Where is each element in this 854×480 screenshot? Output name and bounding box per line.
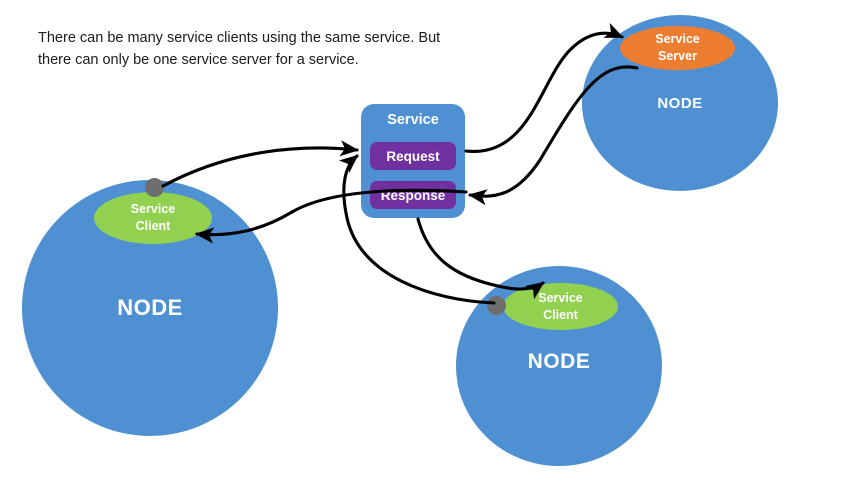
connector-dot-left-client bbox=[145, 178, 164, 197]
service-title: Service bbox=[387, 112, 439, 128]
node-label-bottom: NODE bbox=[527, 350, 591, 373]
response-box[interactable]: Response bbox=[370, 181, 456, 209]
service-client-bottom-line2: Client bbox=[543, 307, 578, 322]
connector-dot-bottom-client bbox=[487, 296, 506, 315]
service-server-line2: Server bbox=[658, 49, 697, 63]
node-label-server: NODE bbox=[657, 95, 703, 112]
service-client-bottom[interactable]: Service Client bbox=[503, 283, 618, 330]
service-server[interactable]: Service Server bbox=[620, 26, 735, 70]
service-box: Service Request Response bbox=[361, 104, 465, 218]
service-client-left-line1: Service bbox=[130, 202, 176, 217]
service-client-bottom-line1: Service bbox=[538, 290, 583, 305]
service-server-line1: Service bbox=[655, 32, 700, 47]
node-label-left: NODE bbox=[117, 295, 183, 320]
caption-text: There can be many service clients using … bbox=[38, 30, 441, 69]
request-box[interactable]: Request bbox=[370, 142, 456, 170]
service-client-left-line2: Client bbox=[135, 219, 171, 233]
service-client-left[interactable]: Service Client bbox=[94, 192, 212, 244]
arrow-left-client-to-request bbox=[161, 140, 359, 188]
